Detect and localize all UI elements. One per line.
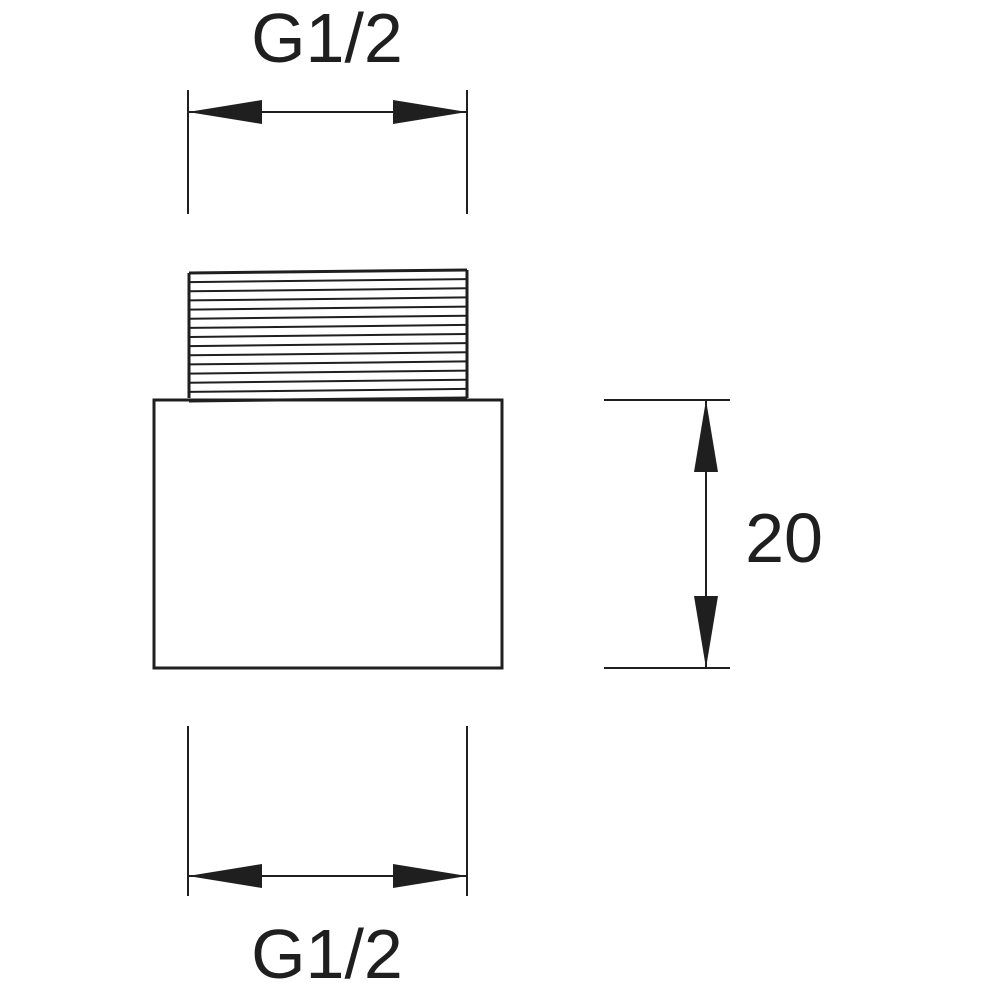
thread-ridge [188,360,468,366]
thread-ridge [188,323,468,329]
thread-ridge [188,369,468,375]
fitting-body [152,398,504,670]
thread-ridge [188,342,468,348]
arrow-up-icon [694,400,718,472]
bottom-thread-dimension-label: G1/2 [251,915,403,983]
bottom-dimension-line [187,726,468,896]
top-thread-dimension-label: G1/2 [251,0,403,77]
thread-ridge [188,305,468,311]
thread-ridge [188,351,468,357]
arrow-right-icon [393,864,467,888]
threaded-section [187,268,469,403]
height-dimension-line [604,399,730,669]
arrow-right-icon [393,100,467,124]
thread-ridge [188,387,468,393]
arrow-down-icon [694,596,718,668]
thread-ridge [188,314,468,320]
thread-ridge [188,278,468,284]
thread-ridge [188,378,468,384]
top-dimension-line [187,90,468,214]
arrow-left-icon [188,864,262,888]
thread-ridge [188,287,468,293]
arrow-left-icon [188,100,262,124]
thread-ridge [188,333,468,338]
thread-ridge [188,268,468,275]
thread-ridge [188,296,468,302]
body-height-dimension-label: 20 [745,499,823,577]
